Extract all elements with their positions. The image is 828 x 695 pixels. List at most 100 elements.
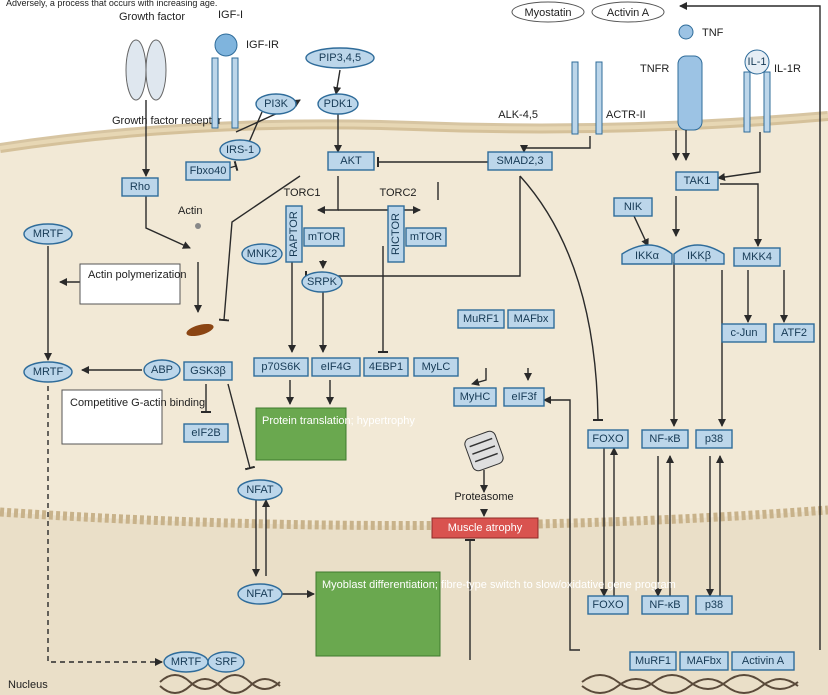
- il1-ligand-icon: [744, 49, 770, 75]
- node-irs1: IRS-1: [219, 139, 261, 161]
- muscle-atrophy-outcome: Muscle atrophy: [431, 517, 539, 539]
- growth-factor-label: Growth factor: [119, 11, 185, 23]
- svg-text:mTOR: mTOR: [308, 231, 340, 243]
- svg-text:NFAT: NFAT: [246, 484, 274, 496]
- il1-label: IL-1: [748, 56, 767, 68]
- header-text: Adversely, a process that occurs with in…: [6, 0, 217, 8]
- competitive-binding-callout: Competitive G-actin binding: [61, 389, 205, 445]
- svg-text:MuRF1: MuRF1: [635, 655, 671, 667]
- svg-text:PI3K: PI3K: [264, 98, 289, 110]
- node-srf-nuclear: SRF: [207, 651, 245, 673]
- tnf-label: TNF: [702, 27, 724, 39]
- node-tak1: TAK1: [675, 171, 719, 191]
- svg-text:Fbxo40: Fbxo40: [190, 165, 227, 177]
- myoblast-outcome: Myoblast differentiation; fibre-type swi…: [315, 571, 676, 657]
- node-mrtf-top: MRTF: [23, 223, 73, 245]
- node-nfat2: NFAT: [237, 583, 283, 605]
- dna-strand-right: [581, 674, 799, 690]
- node-mtor1: mTOR: [303, 227, 345, 247]
- node-murf1-nuclear: MuRF1: [629, 651, 677, 671]
- proteasome-icon: [464, 430, 504, 472]
- svg-text:mTOR: mTOR: [410, 231, 442, 243]
- il1r-label: IL-1R: [774, 63, 801, 75]
- growth-factor-receptor-label: Growth factor receptor: [112, 115, 222, 127]
- svg-text:ABP: ABP: [151, 364, 173, 376]
- nucleus-label: Nucleus: [8, 679, 48, 691]
- svg-text:MuRF1: MuRF1: [463, 313, 499, 325]
- svg-text:IRS-1: IRS-1: [226, 144, 254, 156]
- node-pi3k: PI3K: [255, 93, 297, 115]
- tnfr-label: TNFR: [640, 63, 669, 75]
- svg-text:FOXO: FOXO: [592, 433, 624, 445]
- actin-polymerization-callout: Actin polymerization: [79, 263, 186, 305]
- node-cjun: c-Jun: [721, 323, 767, 343]
- node-fbxo40: Fbxo40: [185, 161, 231, 181]
- node-mnk2: MNK2: [241, 243, 283, 265]
- node-mrtf-mid: MRTF: [23, 361, 73, 383]
- svg-text:eIF3f: eIF3f: [511, 391, 537, 403]
- node-rho: Rho: [121, 177, 159, 197]
- node-srpk: SRPK: [301, 271, 343, 293]
- svg-text:SRF: SRF: [215, 656, 237, 668]
- svg-text:MAFbx: MAFbx: [514, 313, 549, 325]
- node-p38: p38: [695, 429, 733, 449]
- node-foxo-nuclear: FOXO: [587, 595, 629, 615]
- node-ikka: IKKα: [621, 244, 673, 265]
- svg-text:NF-κB: NF-κB: [649, 599, 680, 611]
- node-activin-a-nuclear: Activin A: [731, 651, 795, 671]
- svg-text:TAK1: TAK1: [684, 175, 711, 187]
- svg-text:Muscle atrophy: Muscle atrophy: [448, 522, 523, 534]
- node-p70s6k: p70S6K: [253, 357, 309, 377]
- torc2-label: TORC2: [379, 187, 416, 199]
- node-nfkb-nuclear: NF-κB: [641, 595, 689, 615]
- protein-translation-outcome: Protein translation; hypertrophy: [255, 407, 415, 461]
- node-smad: SMAD2,3: [487, 151, 553, 171]
- node-rictor: RICTOR: [387, 205, 405, 263]
- actin-filament-icon: [186, 323, 214, 337]
- svg-text:ATF2: ATF2: [781, 327, 807, 339]
- svg-text:NIK: NIK: [624, 201, 643, 213]
- actin-label: Actin: [178, 205, 202, 217]
- svg-text:Actin polymerization: Actin polymerization: [88, 269, 186, 281]
- node-pip3: PIP3,4,5: [305, 47, 375, 69]
- igf1r-label: IGF-IR: [246, 39, 279, 51]
- growth-factor-receptor-shape: [125, 39, 147, 101]
- node-mtor2: mTOR: [405, 227, 447, 247]
- svg-text:Protein translation; hypertrop: Protein translation; hypertrophy: [262, 415, 415, 427]
- svg-text:MRTF: MRTF: [33, 366, 64, 378]
- svg-text:MNK2: MNK2: [247, 248, 278, 260]
- torc1-label: TORC1: [283, 187, 320, 199]
- node-ikkb: IKKβ: [673, 244, 725, 265]
- svg-text:Competitive G-actin binding: Competitive G-actin binding: [70, 397, 205, 409]
- svg-text:PIP3,4,5: PIP3,4,5: [319, 52, 361, 64]
- node-eif4g: eIF4G: [311, 357, 361, 377]
- node-4ebp1: 4EBP1: [363, 357, 409, 377]
- node-eif3f: eIF3f: [503, 387, 545, 407]
- node-mylc: MyLC: [413, 357, 459, 377]
- svg-text:PDK1: PDK1: [324, 98, 353, 110]
- node-nik: NIK: [613, 197, 653, 217]
- svg-text:RICTOR: RICTOR: [390, 213, 402, 255]
- node-eif2b: eIF2B: [183, 423, 229, 443]
- svg-text:Rho: Rho: [130, 181, 150, 193]
- node-mkk4: MKK4: [733, 247, 781, 267]
- node-akt: AKT: [327, 151, 375, 171]
- node-pdk1: PDK1: [317, 93, 359, 115]
- node-abp: ABP: [143, 359, 181, 381]
- svg-text:MRTF: MRTF: [171, 656, 202, 668]
- svg-text:eIF4G: eIF4G: [321, 361, 352, 373]
- dna-strand-left: [159, 674, 281, 690]
- alk-label: ALK-4,5: [498, 109, 538, 121]
- svg-text:p38: p38: [705, 599, 723, 611]
- proteasome-label: Proteasome: [454, 491, 513, 503]
- svg-text:SMAD2,3: SMAD2,3: [496, 155, 543, 167]
- node-p38-nuclear: p38: [695, 595, 733, 615]
- node-mrtf-nuclear: MRTF: [163, 651, 209, 673]
- svg-text:GSK3β: GSK3β: [190, 365, 226, 377]
- tnfr-receptor-shape: [677, 55, 703, 131]
- svg-text:p70S6K: p70S6K: [261, 361, 301, 373]
- svg-text:NF-κB: NF-κB: [649, 433, 680, 445]
- myostatin-oval: [511, 1, 585, 23]
- node-raptor: RAPTOR: [285, 205, 303, 263]
